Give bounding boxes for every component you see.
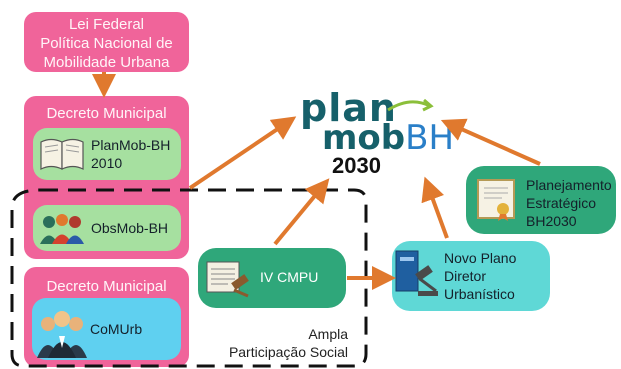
logo-swoosh-icon [384, 96, 434, 114]
logo-mob: mob [322, 118, 406, 158]
plano-diretor-line-3: Urbanístico [444, 286, 515, 302]
plano-diretor-box: Novo Plano Diretor Urbanístico [392, 241, 550, 311]
logo-bh: BH [405, 118, 455, 158]
planmobbh-2030-logo: plan mobBH 2030 [292, 86, 454, 182]
arrow-ivcmpu-to-logo [273, 178, 330, 246]
planejamento-line-3: BH2030 [526, 213, 577, 229]
comurb-box: CoMUrb [32, 298, 181, 360]
planmob-2010-line-2: 2010 [91, 155, 123, 171]
people-group-icon [39, 211, 85, 245]
lei-federal-line-2: Política Nacional de [40, 35, 173, 52]
participacao-social-label: Ampla Participação Social [216, 325, 348, 361]
planejamento-line-2: Estratégico [526, 195, 597, 211]
law-book-icon [394, 247, 440, 299]
plano-diretor-line-1: Novo Plano [444, 250, 517, 266]
participacao-line-2: Participação Social [228, 344, 348, 360]
iv-cmpu-label: IV CMPU [260, 269, 319, 285]
arrow-plano-to-logo [421, 176, 449, 239]
plano-diretor-line-2: Diretor [444, 268, 487, 284]
council-people-icon [36, 306, 88, 358]
arrow-planejamento-to-logo [440, 118, 541, 166]
planejamento-estrategico-box: Planejamento Estratégico BH2030 [466, 166, 616, 234]
lei-federal-line-3: Mobilidade Urbana [43, 54, 170, 71]
decreto-municipal-label-1: Decreto Municipal [46, 105, 167, 122]
planmob-2010-line-1: PlanMob-BH [91, 137, 171, 153]
logo-year: 2030 [332, 153, 381, 178]
decreto-municipal-label-2: Decreto Municipal [46, 278, 167, 295]
lei-federal-box: Lei Federal Política Nacional de Mobilid… [24, 12, 189, 72]
obsmob-bh-label: ObsMob-BH [91, 220, 169, 236]
gavel-document-icon [204, 258, 252, 298]
book-icon [39, 136, 85, 172]
participacao-line-1: Ampla [308, 326, 348, 342]
logo-plan: plan [300, 86, 397, 130]
obsmob-bh-box: ObsMob-BH [33, 205, 181, 251]
iv-cmpu-box: IV CMPU [198, 248, 346, 308]
planmob-2010-box: PlanMob-BH 2010 [33, 128, 181, 180]
lei-federal-line-1: Lei Federal [68, 16, 145, 33]
planejamento-line-1: Planejamento [526, 177, 612, 193]
arrow-planmob-to-logo [188, 116, 297, 190]
comurb-label: CoMUrb [90, 321, 143, 337]
certificate-icon [476, 178, 518, 222]
